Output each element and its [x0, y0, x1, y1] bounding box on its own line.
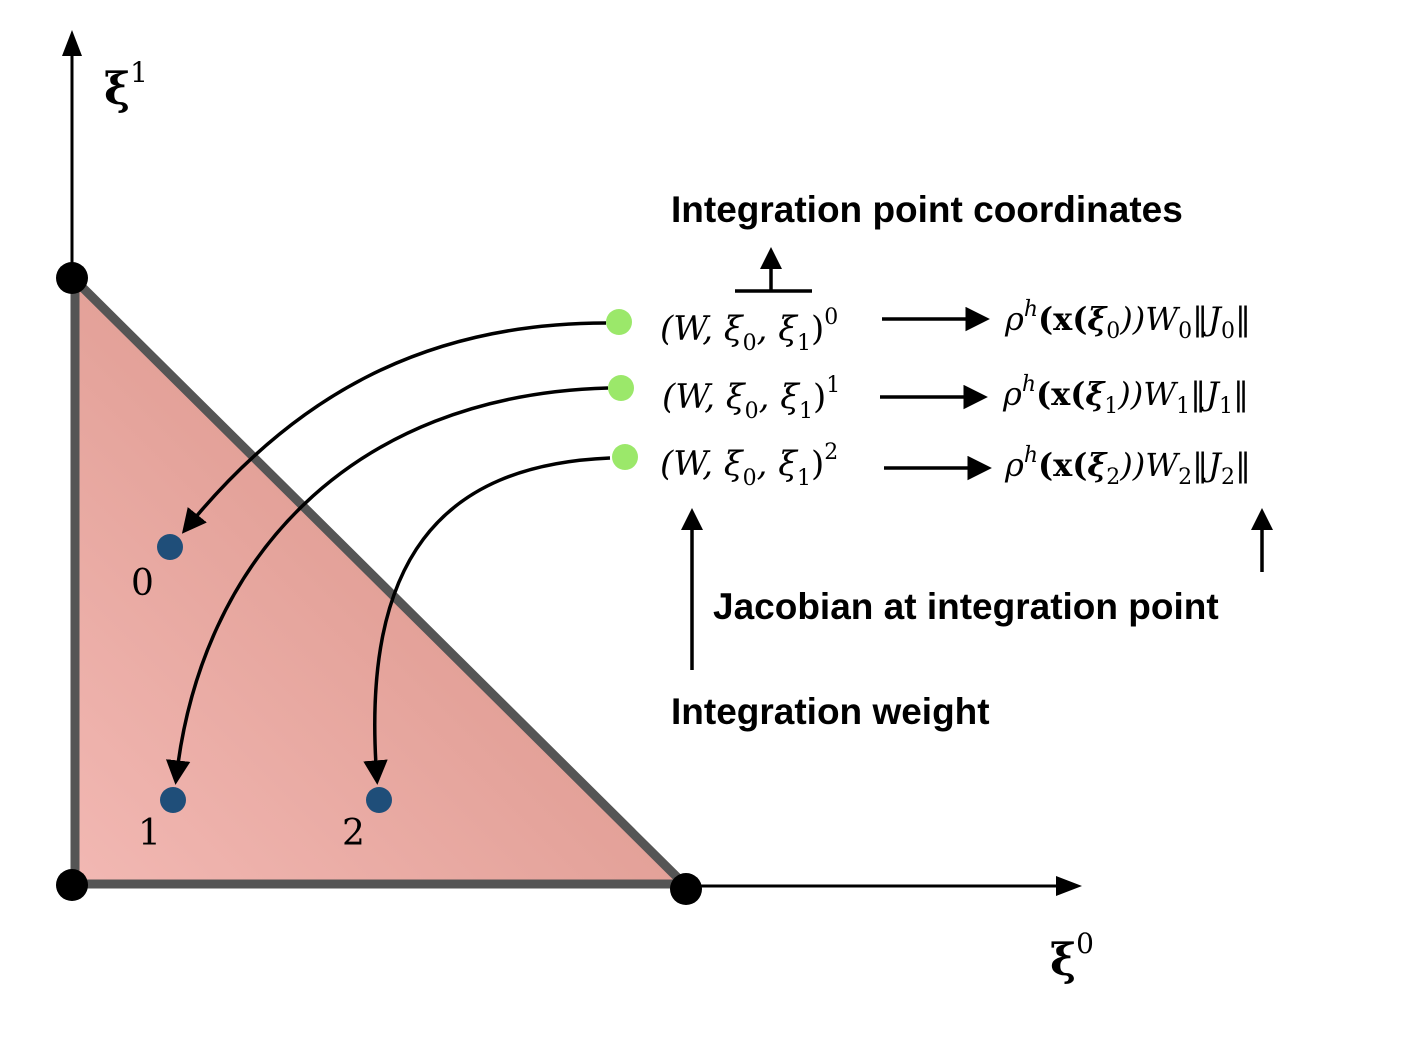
- integration-point-0: [157, 534, 183, 560]
- y-axis-label: ξ1: [104, 56, 148, 115]
- reference-triangle: [70, 275, 689, 889]
- weight-pointer-head: [681, 508, 703, 530]
- tuple-marker-1: [608, 375, 634, 401]
- mapping-arrow-2: [363, 456, 611, 785]
- annotation-coordinates: Integration point coordinates: [671, 189, 1183, 230]
- integration-point-label-1: 1: [138, 813, 161, 854]
- integration-point-1: [160, 787, 186, 813]
- tuple-marker-2: [612, 444, 638, 470]
- vertex-origin: [56, 869, 88, 901]
- vertex-right: [670, 873, 702, 905]
- x-axis-arrowhead: [1056, 876, 1082, 896]
- result-1: ρh(x(ξ1))W1‖J1‖: [1002, 372, 1249, 419]
- tuple-2: (W, ξ0, ξ1)2: [660, 440, 838, 491]
- tuple-0: (W, ξ0, ξ1)0: [660, 305, 838, 356]
- jacobian-pointer-head: [1251, 508, 1273, 530]
- annotation-weight: Integration weight: [671, 691, 990, 732]
- tuple-marker-0: [606, 309, 632, 335]
- integration-point-label-2: 2: [342, 813, 365, 854]
- result-2: ρh(x(ξ2))W2‖J2‖: [1004, 443, 1251, 490]
- annotation-jacobian: Jacobian at integration point: [713, 586, 1219, 627]
- integration-point-2: [366, 787, 392, 813]
- mapping-arrow-1: [165, 386, 609, 785]
- x-axis-label: ξ0: [1050, 927, 1094, 986]
- y-axis-arrowhead: [62, 30, 82, 56]
- coordinates-pointer-head: [760, 247, 782, 269]
- mapping-arrow-0: [181, 321, 607, 534]
- result-0: ρh(x(ξ0))W0‖J0‖: [1004, 297, 1251, 344]
- integration-point-label-0: 0: [131, 563, 154, 604]
- vertex-top: [56, 262, 88, 294]
- tuple-1: (W, ξ0, ξ1)1: [662, 373, 840, 424]
